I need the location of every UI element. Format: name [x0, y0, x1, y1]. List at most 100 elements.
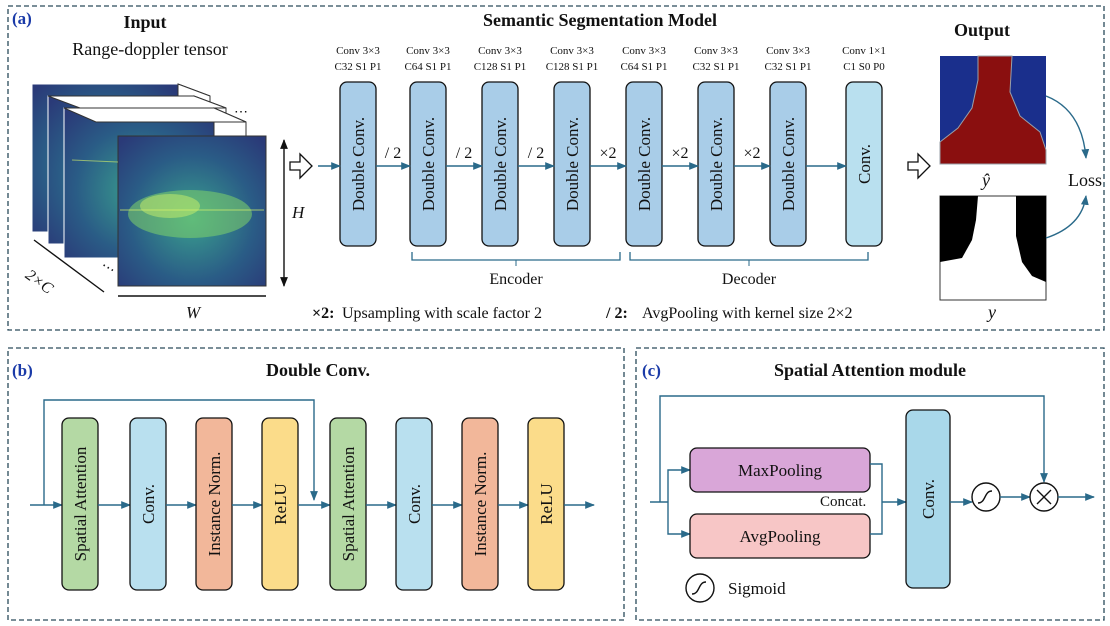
maxpooling-label: MaxPooling	[738, 461, 823, 480]
maxpooling-box	[689, 447, 871, 493]
block-label: Double Conv.	[779, 117, 798, 211]
sub-block-label: Spatial Attention	[71, 446, 90, 561]
block-label: Double Conv.	[491, 117, 510, 211]
block-spec-params: C1 S0 P0	[843, 61, 885, 73]
block-spec-kernel: Conv 3×3	[550, 45, 594, 57]
tensor-slice-front	[117, 135, 267, 287]
block-spec-params: C64 S1 P1	[620, 61, 667, 73]
avgpooling-box	[689, 513, 871, 559]
sub-block-label: ReLU	[537, 483, 556, 525]
encoder-label: Encoder	[489, 271, 543, 288]
decoder-label: Decoder	[722, 271, 777, 288]
block-spec-params: C128 S1 P1	[474, 61, 527, 73]
block-label: Double Conv.	[635, 117, 654, 211]
c-conv-label: Conv.	[919, 479, 938, 519]
prediction-mask	[939, 55, 1047, 165]
panel-b-border	[7, 347, 625, 621]
c-dimension-arrow	[33, 239, 105, 293]
block-spec-params: C32 S1 P1	[692, 61, 739, 73]
sigmoid-icon	[971, 482, 1001, 512]
label-w: W	[186, 303, 202, 322]
op-label: ×2	[599, 145, 616, 162]
block-label: Conv.	[855, 144, 874, 184]
double-conv-sub-block	[395, 417, 433, 591]
double-conv-sub-block	[195, 417, 233, 591]
block-spec-kernel: Conv 3×3	[406, 45, 450, 57]
input-title: Input	[123, 12, 166, 32]
double-conv-sub-block	[461, 417, 499, 591]
loss-label: Loss	[1068, 170, 1102, 190]
maxpool-out-line	[870, 463, 883, 502]
sub-block-label: ReLU	[271, 483, 290, 525]
avgpooling-label: AvgPooling	[740, 527, 821, 546]
legend-pool-text: AvgPooling with kernel size 2×2	[642, 305, 852, 322]
op-label: / 2	[385, 145, 401, 162]
sigmoid-legend-label: Sigmoid	[728, 579, 786, 598]
op-label: / 2	[528, 145, 544, 162]
op-label: / 2	[456, 145, 472, 162]
c-conv-box	[905, 409, 951, 589]
double-conv-sub-block	[329, 417, 367, 591]
pred-to-loss-arrow	[1045, 95, 1090, 159]
double-conv-sub-block	[61, 417, 99, 591]
panel-a: (a) Input Range-doppler tensor	[7, 5, 1105, 331]
block-label: Double Conv.	[349, 117, 368, 211]
sub-block-label: Spatial Attention	[339, 446, 358, 561]
model-title: Semantic Segmentation Model	[483, 10, 717, 30]
avgpool-out-line	[870, 502, 883, 535]
double-conv-blocks: Spatial Attention Conv. Instance Norm. ReLU…	[30, 417, 595, 591]
model-to-output-arrow	[907, 152, 931, 180]
gt-to-loss-arrow	[1045, 195, 1089, 239]
block-spec-kernel: Conv 3×3	[766, 45, 810, 57]
sigmoid-legend-icon	[685, 573, 715, 603]
sub-block-label: Conv.	[139, 484, 158, 524]
block-spec-kernel: Conv 3×3	[694, 45, 738, 57]
block-spec-params: C64 S1 P1	[404, 61, 451, 73]
to-avgpool-arrow	[667, 502, 691, 538]
sub-block-label: Conv.	[405, 484, 424, 524]
panel-c-border	[635, 347, 1105, 621]
block-spec-kernel: Conv 1×1	[842, 45, 886, 57]
op-label: ×2	[743, 145, 760, 162]
sub-block-label: Instance Norm.	[205, 452, 224, 557]
encoder-brace	[411, 252, 621, 261]
y-hat-label: ŷ	[980, 170, 990, 190]
dots-bottom: ⋯	[98, 258, 118, 278]
c-skip-connection	[659, 395, 1048, 502]
block-spec-kernel: Conv 3×3	[336, 45, 380, 57]
y-label: y	[986, 302, 996, 322]
panel-c-title: Spatial Attention module	[774, 360, 966, 380]
ground-truth-mask	[939, 195, 1047, 301]
block-spec-params: C32 S1 P1	[334, 61, 381, 73]
skip-connection	[43, 399, 318, 505]
label-h: H	[291, 203, 306, 222]
legend-up-text: Upsampling with scale factor 2	[342, 305, 542, 322]
panel-c: (c) Spatial Attention module MaxPooling …	[635, 347, 1105, 621]
panel-b-letter: (b)	[12, 361, 33, 380]
block-spec-kernel: Conv 3×3	[622, 45, 666, 57]
sub-block-label: Instance Norm.	[471, 452, 490, 557]
input-tensor: ⋯ ⋯	[31, 83, 267, 287]
input-to-model-arrow	[289, 152, 313, 180]
double-conv-sub-block	[527, 417, 565, 591]
decoder-brace	[629, 252, 869, 261]
panel-a-border	[7, 5, 1105, 331]
block-spec-params: C128 S1 P1	[546, 61, 599, 73]
legend-up-key: ×2:	[312, 305, 334, 322]
op-label: ×2	[671, 145, 688, 162]
panel-c-letter: (c)	[642, 361, 661, 380]
label-c: 2×C	[22, 267, 56, 298]
input-subtitle: Range-doppler tensor	[72, 39, 227, 59]
panel-b: (b) Double Conv. Spatial Attention Conv. I…	[7, 347, 625, 621]
block-label: Double Conv.	[419, 117, 438, 211]
panel-b-title: Double Conv.	[266, 360, 370, 380]
double-conv-sub-block	[129, 417, 167, 591]
double-conv-sub-block	[261, 417, 299, 591]
block-spec-params: C32 S1 P1	[764, 61, 811, 73]
dots-top: ⋯	[234, 105, 248, 120]
to-maxpool-arrow	[667, 466, 691, 502]
concat-label: Concat.	[820, 494, 866, 510]
block-label: Double Conv.	[563, 117, 582, 211]
